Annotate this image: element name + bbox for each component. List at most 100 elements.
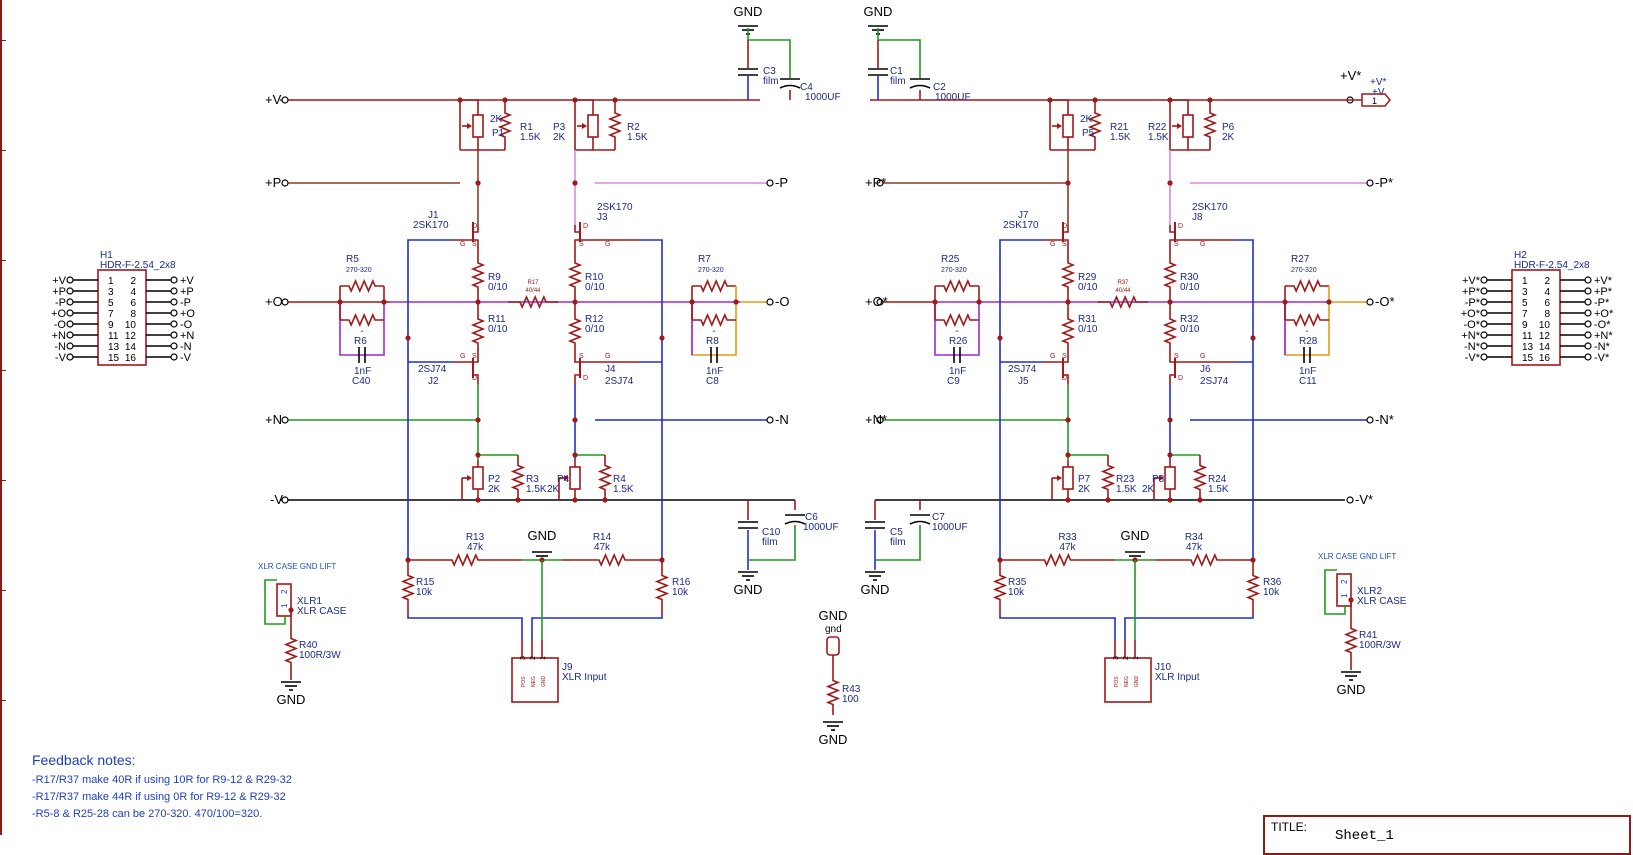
header-net-label: +V* bbox=[1462, 275, 1481, 287]
part-label: C8 bbox=[706, 376, 719, 387]
part-label: 2K bbox=[490, 114, 503, 125]
part-label: 40/44 bbox=[1115, 288, 1131, 294]
part-label: 100 bbox=[842, 694, 859, 705]
net-label: +O* bbox=[865, 294, 888, 309]
wire bbox=[640, 239, 663, 560]
junction-dot bbox=[932, 299, 938, 305]
part-label: P8 bbox=[1152, 474, 1165, 485]
resistor bbox=[400, 560, 416, 615]
part-label: 1000UF bbox=[935, 92, 971, 103]
resistor bbox=[1343, 619, 1359, 662]
wire bbox=[1064, 360, 1069, 363]
net-pin bbox=[1480, 309, 1488, 317]
part-label: 2 bbox=[130, 276, 136, 287]
resistor bbox=[1155, 552, 1253, 568]
part-label: 2 bbox=[1544, 276, 1550, 287]
wire bbox=[460, 137, 479, 151]
net-pin bbox=[1366, 298, 1374, 306]
part-label: 1 bbox=[1522, 276, 1528, 287]
part-label: 2SJ74 bbox=[1200, 376, 1229, 387]
header-net-label: -P* bbox=[1465, 297, 1481, 309]
part-label: J6 bbox=[1200, 364, 1211, 375]
title-block-label: TITLE: bbox=[1271, 820, 1308, 834]
part-label: - bbox=[1305, 326, 1308, 337]
wire bbox=[339, 302, 385, 356]
net-pin bbox=[876, 416, 884, 424]
wire bbox=[1170, 137, 1189, 151]
net-pin bbox=[281, 298, 289, 306]
feedback-note-line: -R17/R37 make 44R if using 0R for R9-12 … bbox=[32, 791, 286, 803]
resistor bbox=[597, 455, 613, 500]
part-label: S bbox=[1174, 353, 1179, 360]
net-pin bbox=[1584, 320, 1592, 328]
part-label: 2K bbox=[488, 484, 501, 495]
wire bbox=[531, 615, 663, 640]
part-label: 6 bbox=[130, 298, 136, 309]
part-label: R10 bbox=[585, 272, 604, 283]
part-label: 1nF bbox=[949, 366, 966, 377]
part-label: 8 bbox=[130, 309, 136, 320]
part-label: 270-320 bbox=[1291, 267, 1317, 274]
net-pin bbox=[170, 287, 178, 295]
part-label: J2 bbox=[428, 376, 439, 387]
header-net-label: -V bbox=[55, 352, 67, 364]
wire bbox=[474, 360, 479, 363]
net-pin bbox=[281, 179, 289, 187]
part-label: S bbox=[1062, 241, 1067, 248]
part-label: 4 bbox=[130, 287, 136, 298]
junction-dot bbox=[381, 299, 387, 305]
junction-dot bbox=[475, 180, 481, 186]
part-label: 1 bbox=[540, 656, 547, 660]
part-label: S bbox=[472, 241, 477, 248]
part-label: 1.5K bbox=[526, 484, 547, 495]
wire bbox=[999, 239, 1043, 560]
net-pin bbox=[1480, 342, 1488, 350]
part-label: G bbox=[460, 241, 465, 248]
part-label: R13 bbox=[466, 532, 485, 543]
junction-dot bbox=[1282, 299, 1288, 305]
resistor bbox=[1285, 278, 1329, 294]
junction-dot bbox=[1167, 417, 1173, 423]
junction-dot bbox=[1167, 452, 1173, 458]
part-label: 0/10 bbox=[488, 282, 508, 293]
part-label: D bbox=[583, 375, 588, 382]
junction-dot bbox=[1326, 299, 1332, 305]
part-label: 1 bbox=[1340, 593, 1349, 598]
header-net-label: -O bbox=[54, 319, 67, 331]
resistor bbox=[692, 278, 736, 294]
resistor bbox=[692, 312, 736, 328]
xlr-case-connector bbox=[276, 583, 292, 617]
part-label: J4 bbox=[605, 364, 616, 375]
resistor bbox=[340, 312, 384, 328]
part-label: 3 bbox=[1113, 656, 1120, 660]
part-label: 2SK170 bbox=[597, 202, 633, 213]
part-label: HDR-F-2.54_2x8 bbox=[100, 260, 176, 271]
net-label: -O* bbox=[1375, 294, 1395, 309]
wire bbox=[1050, 99, 1069, 115]
potentiometer bbox=[472, 466, 484, 490]
junction-dot bbox=[1167, 497, 1173, 503]
header-net-label: +V* bbox=[1594, 275, 1613, 287]
resistor bbox=[567, 248, 583, 302]
part-label: 2K bbox=[1142, 484, 1155, 495]
part-label: D bbox=[472, 375, 477, 382]
part-label: 10 bbox=[125, 320, 137, 331]
part-label: R30 bbox=[1180, 272, 1199, 283]
part-label: 270-320 bbox=[941, 267, 967, 274]
wire bbox=[748, 525, 796, 561]
part-label: P2 bbox=[488, 474, 501, 485]
wire bbox=[999, 615, 1116, 640]
pot-arrow bbox=[1159, 475, 1164, 481]
potentiometer bbox=[1164, 466, 1176, 490]
junction-dot bbox=[1250, 335, 1256, 341]
part-label: C1 bbox=[890, 66, 903, 77]
jfet-channel bbox=[579, 358, 581, 378]
border-tick bbox=[0, 700, 6, 701]
part-label: J8 bbox=[1192, 212, 1203, 223]
part-label: P7 bbox=[1078, 474, 1091, 485]
part-label: D bbox=[472, 223, 477, 230]
resistor bbox=[1000, 552, 1115, 568]
resistor bbox=[283, 629, 299, 672]
part-label: 3 bbox=[108, 287, 114, 298]
part-label: S bbox=[472, 353, 477, 360]
